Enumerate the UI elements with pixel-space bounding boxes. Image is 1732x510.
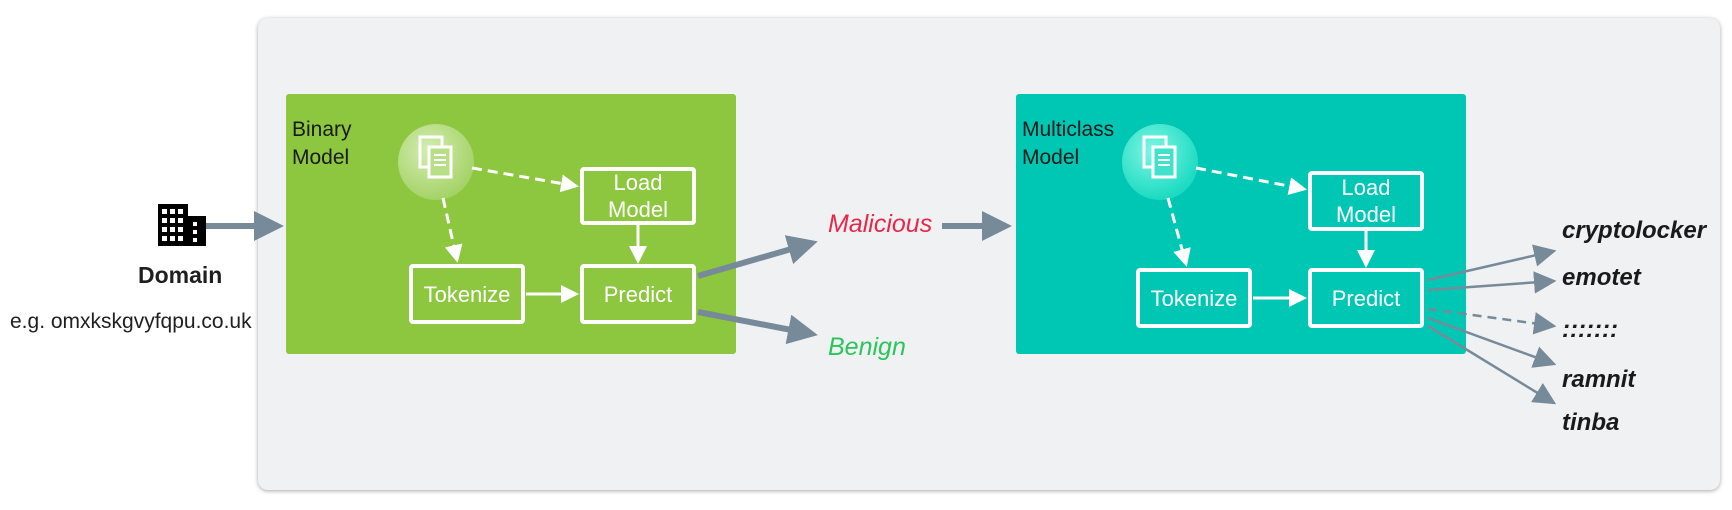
predict-to-ramnit-arrow <box>1427 316 1557 368</box>
multiclass-model-box: Multiclass Model <box>1016 94 1466 354</box>
class-label: emotet <box>1562 264 1641 291</box>
class-label: tinba <box>1562 409 1620 436</box>
predict-to-tinba-arrow <box>1427 324 1557 405</box>
multiclass-predict-box: Predict <box>1308 268 1424 328</box>
binary-model-title: Binary Model <box>292 118 352 169</box>
predict-to-cryptolocker-arrow <box>1427 244 1557 282</box>
class-label: ramnit <box>1562 366 1636 393</box>
binary-predict-box: Predict <box>580 264 696 324</box>
binary-doc-to-tokenize-arrow <box>441 197 463 263</box>
class-label: ::::::: <box>1562 316 1618 343</box>
domain-label: Domain <box>138 262 223 288</box>
multiclass-tokenize-box: Tokenize <box>1136 268 1252 328</box>
multiclass-document-icon <box>1122 124 1198 200</box>
predict-to-other-arrow <box>1427 307 1557 335</box>
benign-label: Benign <box>828 333 906 361</box>
class-label: cryptolocker <box>1562 217 1707 244</box>
multiclass-doc-to-load-arrow <box>1195 166 1307 195</box>
predict-to-benign-arrow <box>697 309 818 345</box>
binary-doc-to-load-arrow <box>471 166 579 193</box>
malicious-label: Malicious <box>828 210 933 238</box>
multiclass-doc-to-tokenize-arrow <box>1166 197 1191 267</box>
multiclass-model-title: Multiclass Model <box>1022 118 1115 169</box>
domain-example: e.g. omxkskgvyfqpu.co.uk <box>10 310 252 333</box>
binary-document-icon <box>398 124 474 200</box>
multiclass-load-model-box: Load Model <box>1308 171 1424 231</box>
binary-load-model-box: Load Model <box>580 167 696 225</box>
predict-to-malicious-arrow <box>697 235 818 279</box>
building-icon <box>158 204 206 246</box>
predict-to-emotet-arrow <box>1427 271 1557 294</box>
binary-tokenize-box: Tokenize <box>409 264 525 324</box>
